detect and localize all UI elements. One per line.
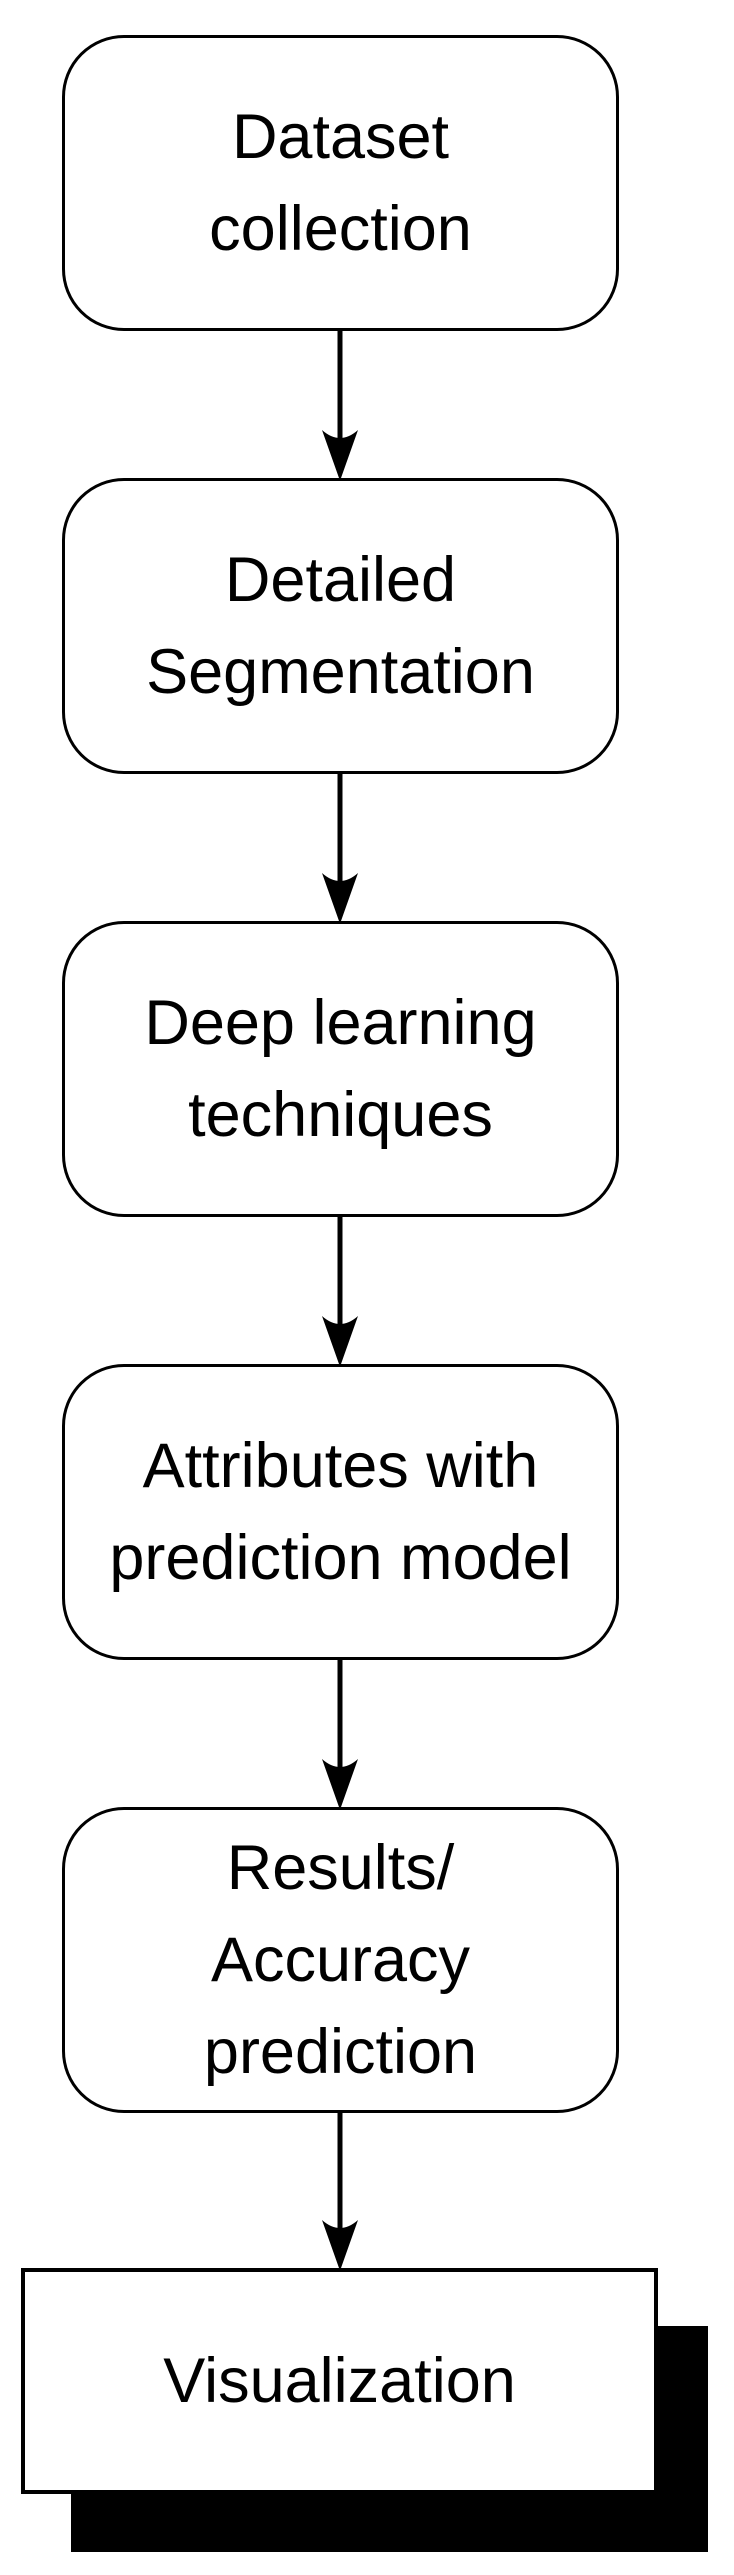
flow-node-attributes-prediction-model: Attributes with prediction model <box>62 1364 619 1660</box>
flow-connector-5 <box>320 2113 360 2268</box>
arrow-shaft <box>337 331 343 440</box>
arrow-shaft <box>337 1217 343 1326</box>
flow-node-results-accuracy-prediction: Results/ Accuracy prediction <box>62 1807 619 2113</box>
flow-node-dataset-collection: Dataset collection <box>62 35 619 331</box>
flow-connector-4 <box>320 1660 360 1807</box>
flow-node-detailed-segmentation: Detailed Segmentation <box>62 478 619 774</box>
flow-connector-3 <box>320 1217 360 1364</box>
flow-node-label: Results/ Accuracy prediction <box>203 1833 478 2087</box>
flow-node-label: Dataset collection <box>209 102 472 264</box>
arrow-shaft <box>337 1660 343 1769</box>
arrow-down-icon <box>322 430 358 478</box>
flow-node-label: Deep learning techniques <box>144 988 537 1150</box>
arrow-down-icon <box>322 1316 358 1364</box>
arrow-down-icon <box>322 873 358 921</box>
flow-node-visualization: Visualization <box>21 2268 658 2494</box>
arrow-shaft <box>337 774 343 883</box>
arrow-down-icon <box>322 2220 358 2268</box>
flow-node-label: Visualization <box>163 2346 516 2416</box>
flow-node-deep-learning-techniques: Deep learning techniques <box>62 921 619 1217</box>
flow-connector-2 <box>320 774 360 921</box>
arrow-shaft <box>337 2113 343 2230</box>
flow-node-label: Attributes with prediction model <box>109 1431 572 1593</box>
flow-node-label: Detailed Segmentation <box>146 545 535 707</box>
flow-connector-1 <box>320 331 360 478</box>
arrow-down-icon <box>322 1759 358 1807</box>
